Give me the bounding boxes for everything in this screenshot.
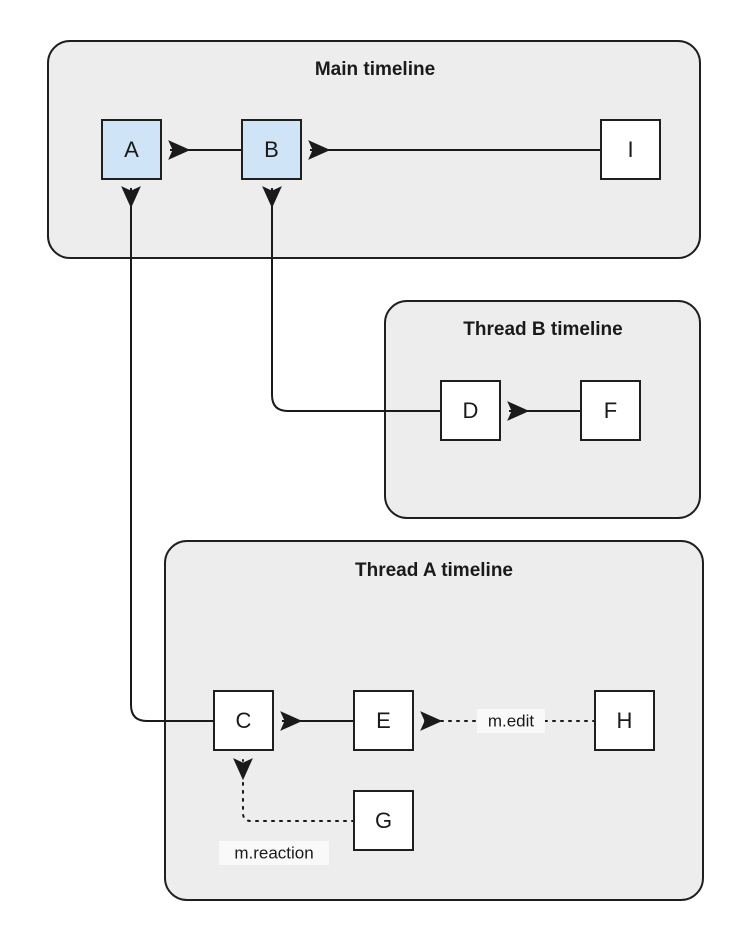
node-a[interactable]: A (101, 119, 162, 180)
edge-c-to-a-line (121, 186, 214, 722)
edge-h-to-e-label: m.edit (488, 711, 535, 730)
node-e-rect[interactable] (353, 690, 414, 751)
node-d[interactable]: D (440, 380, 501, 441)
node-f-rect[interactable] (580, 380, 641, 441)
node-h-label: H (617, 708, 633, 733)
node-a-label: A (124, 137, 139, 162)
node-i-label: I (627, 137, 633, 162)
container-thread-b-timeline: Thread B timeline (384, 300, 701, 519)
node-d-label: D (463, 398, 479, 423)
node-g[interactable]: G (353, 790, 414, 851)
node-c-rect[interactable] (213, 690, 274, 751)
node-g-rect[interactable] (353, 790, 414, 851)
node-i[interactable]: I (600, 119, 661, 180)
container-thread-b-timeline-title: Thread B timeline (463, 319, 622, 340)
node-h-rect[interactable] (594, 690, 655, 751)
edge-h-to-e-label-backdrop (477, 709, 545, 733)
node-c[interactable]: C (213, 690, 274, 751)
node-b-rect[interactable] (241, 119, 302, 180)
container-main-timeline-title: Main timeline (315, 59, 435, 80)
edge-h-to-e: m.edit (420, 709, 596, 733)
edge-g-to-c-label: m.reaction (234, 843, 313, 862)
node-g-label: G (375, 808, 392, 833)
edge-d-to-b (262, 186, 441, 412)
node-i-rect[interactable] (600, 119, 661, 180)
node-h[interactable]: H (594, 690, 655, 751)
node-e-label: E (376, 708, 391, 733)
node-d-rect[interactable] (440, 380, 501, 441)
node-c-label: C (236, 708, 252, 733)
node-b-label: B (264, 137, 279, 162)
edge-g-to-c-label-backdrop (219, 841, 329, 865)
node-b[interactable]: B (241, 119, 302, 180)
edge-c-to-a (121, 186, 214, 722)
node-e[interactable]: E (353, 690, 414, 751)
node-f-label: F (604, 398, 617, 423)
edge-g-to-c: m.reaction (219, 758, 355, 865)
node-f[interactable]: F (580, 380, 641, 441)
container-thread-a-timeline-title: Thread A timeline (355, 560, 513, 581)
container-thread-b-timeline-rect (384, 300, 701, 519)
node-a-rect[interactable] (101, 119, 162, 180)
edge-d-to-b-line (262, 186, 441, 412)
